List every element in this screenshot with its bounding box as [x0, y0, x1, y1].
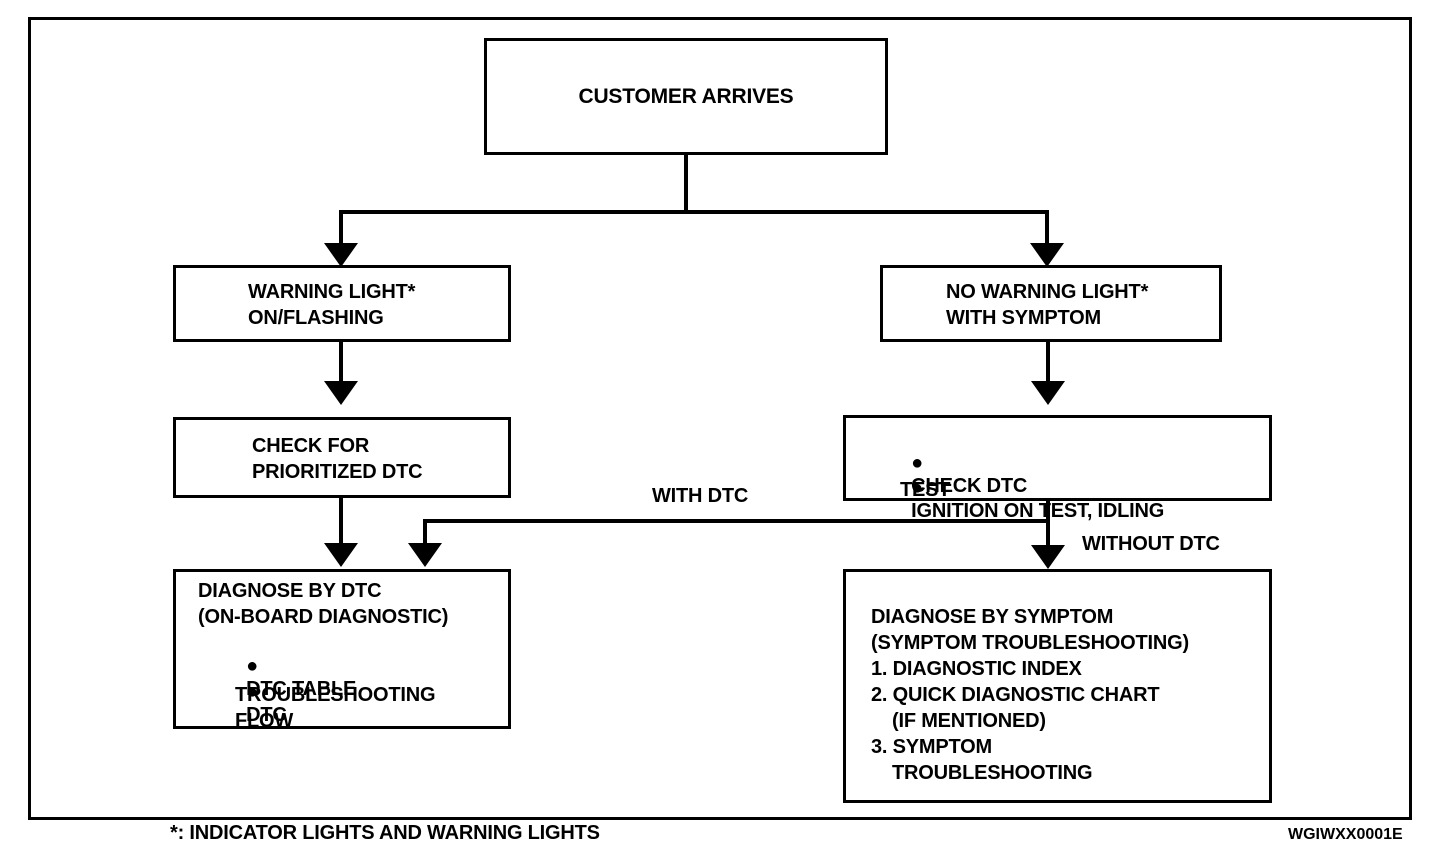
node-check-prioritized-dtc-line1: CHECK FOR	[252, 435, 370, 457]
node-customer-arrives[interactable]: CUSTOMER ARRIVES	[484, 38, 888, 155]
footnote: *: INDICATOR LIGHTS AND WARNING LIGHTS T…	[170, 768, 600, 852]
node-diagnose-by-symptom-item-3-cont: TROUBLESHOOTING	[892, 762, 1093, 784]
node-diagnose-by-symptom[interactable]: DIAGNOSE BY SYMPTOM (SYMPTOM TROUBLESHOO…	[843, 569, 1272, 803]
bullet-dot-icon: ●	[246, 655, 259, 677]
node-diagnose-by-symptom-item-2-cont: (IF MENTIONED)	[892, 710, 1046, 732]
connector-left-drop	[339, 210, 343, 248]
node-diagnose-by-symptom-line1: DIAGNOSE BY SYMPTOM	[871, 606, 1114, 628]
node-diagnose-by-dtc-line2: (ON-BOARD DIAGNOSTIC)	[198, 606, 449, 628]
arrowhead-to-check-prioritized-dtc	[324, 381, 358, 405]
node-no-warning-light-line1: NO WARNING LIGHT*	[946, 281, 1149, 303]
connector-left-row3-row4	[339, 498, 343, 546]
edge-label-without-dtc: WITHOUT DTC	[1082, 533, 1220, 555]
node-diagnose-by-dtc-bullet-2-cont1: TROUBLESHOOTING	[235, 684, 436, 706]
node-no-warning-light-line2: WITH SYMPTOM	[946, 307, 1102, 329]
plate-code: WGIWXX0001E	[1288, 826, 1403, 843]
arrowhead-to-diagnose-by-dtc	[324, 543, 358, 567]
node-warning-light-on[interactable]: WARNING LIGHT* ON/FLASHING	[173, 265, 511, 342]
edge-label-with-dtc: WITH DTC	[652, 485, 749, 507]
node-diagnose-by-dtc-line1: DIAGNOSE BY DTC	[198, 580, 382, 602]
node-no-warning-light[interactable]: NO WARNING LIGHT* WITH SYMPTOM	[880, 265, 1222, 342]
node-check-dtc-bullet-2-row: ● IGNITION ON TEST, IDLING	[879, 454, 1164, 546]
node-check-dtc-bullet-2-label: IGNITION ON TEST, IDLING	[911, 500, 1165, 522]
arrowhead-without-dtc-to-diagnose-by-symptom	[1031, 545, 1065, 569]
node-check-prioritized-dtc-line2: PRIORITIZED DTC	[252, 461, 423, 483]
node-warning-light-on-line1: WARNING LIGHT*	[248, 281, 416, 303]
node-warning-light-on-line2: ON/FLASHING	[248, 307, 384, 329]
node-diagnose-by-dtc-bullet-2-row: ● DTC	[214, 658, 287, 750]
connector-with-dtc-bus	[423, 519, 1050, 523]
node-diagnose-by-symptom-item-2: 2. QUICK DIAGNOSTIC CHART	[871, 684, 1160, 706]
node-diagnose-by-dtc-bullet-1-row: ● DTC TABLE	[214, 632, 356, 724]
node-check-prioritized-dtc[interactable]: CHECK FOR PRIORITIZED DTC	[173, 417, 511, 498]
footnote-line-1: *: INDICATOR LIGHTS AND WARNING LIGHTS	[170, 822, 600, 844]
node-diagnose-by-dtc-bullet-2-cont2: FLOW	[235, 710, 294, 732]
node-check-dtc-bullet-1-row: ● CHECK DTC	[879, 429, 1027, 521]
connector-without-dtc-drop	[1046, 519, 1050, 548]
connector-right-to-bus	[1046, 501, 1050, 523]
node-check-dtc-bullet-2-continuation: TEST	[900, 479, 951, 501]
connector-trunk-vertical	[684, 155, 688, 213]
node-diagnose-by-dtc-bullet-2-label: DTC	[246, 704, 287, 726]
connector-with-dtc-drop	[423, 519, 427, 546]
node-diagnose-by-dtc-bullet-1-label: DTC TABLE	[246, 678, 357, 700]
bullet-dot-icon: ●	[911, 452, 924, 474]
arrowhead-to-warning-light	[324, 243, 358, 267]
node-diagnose-by-dtc[interactable]: DIAGNOSE BY DTC (ON-BOARD DIAGNOSTIC) ● …	[173, 569, 511, 732]
bullet-dot-icon: ●	[911, 477, 924, 499]
node-check-dtc-tests[interactable]: ● CHECK DTC ● IGNITION ON TEST, IDLING T…	[843, 415, 1272, 522]
connector-split-horizontal	[339, 210, 1049, 214]
arrowhead-to-check-dtc-tests	[1031, 381, 1065, 405]
diagram-border	[28, 17, 1412, 820]
node-diagnose-by-symptom-line2: (SYMPTOM TROUBLESHOOTING)	[871, 632, 1189, 654]
node-diagnose-by-symptom-item-1: 1. DIAGNOSTIC INDEX	[871, 658, 1082, 680]
connector-right-row2-row3	[1046, 342, 1050, 385]
connector-left-row2-row3	[339, 342, 343, 385]
arrowhead-with-dtc-to-diagnose-by-dtc	[408, 543, 442, 567]
bullet-dot-icon: ●	[246, 681, 259, 703]
node-check-dtc-bullet-1-label: CHECK DTC	[911, 475, 1028, 497]
node-diagnose-by-symptom-item-3: 3. SYMPTOM	[871, 736, 992, 758]
connector-right-drop	[1045, 210, 1049, 248]
node-customer-arrives-label: CUSTOMER ARRIVES	[578, 84, 794, 108]
arrowhead-to-no-warning-light	[1030, 243, 1064, 267]
